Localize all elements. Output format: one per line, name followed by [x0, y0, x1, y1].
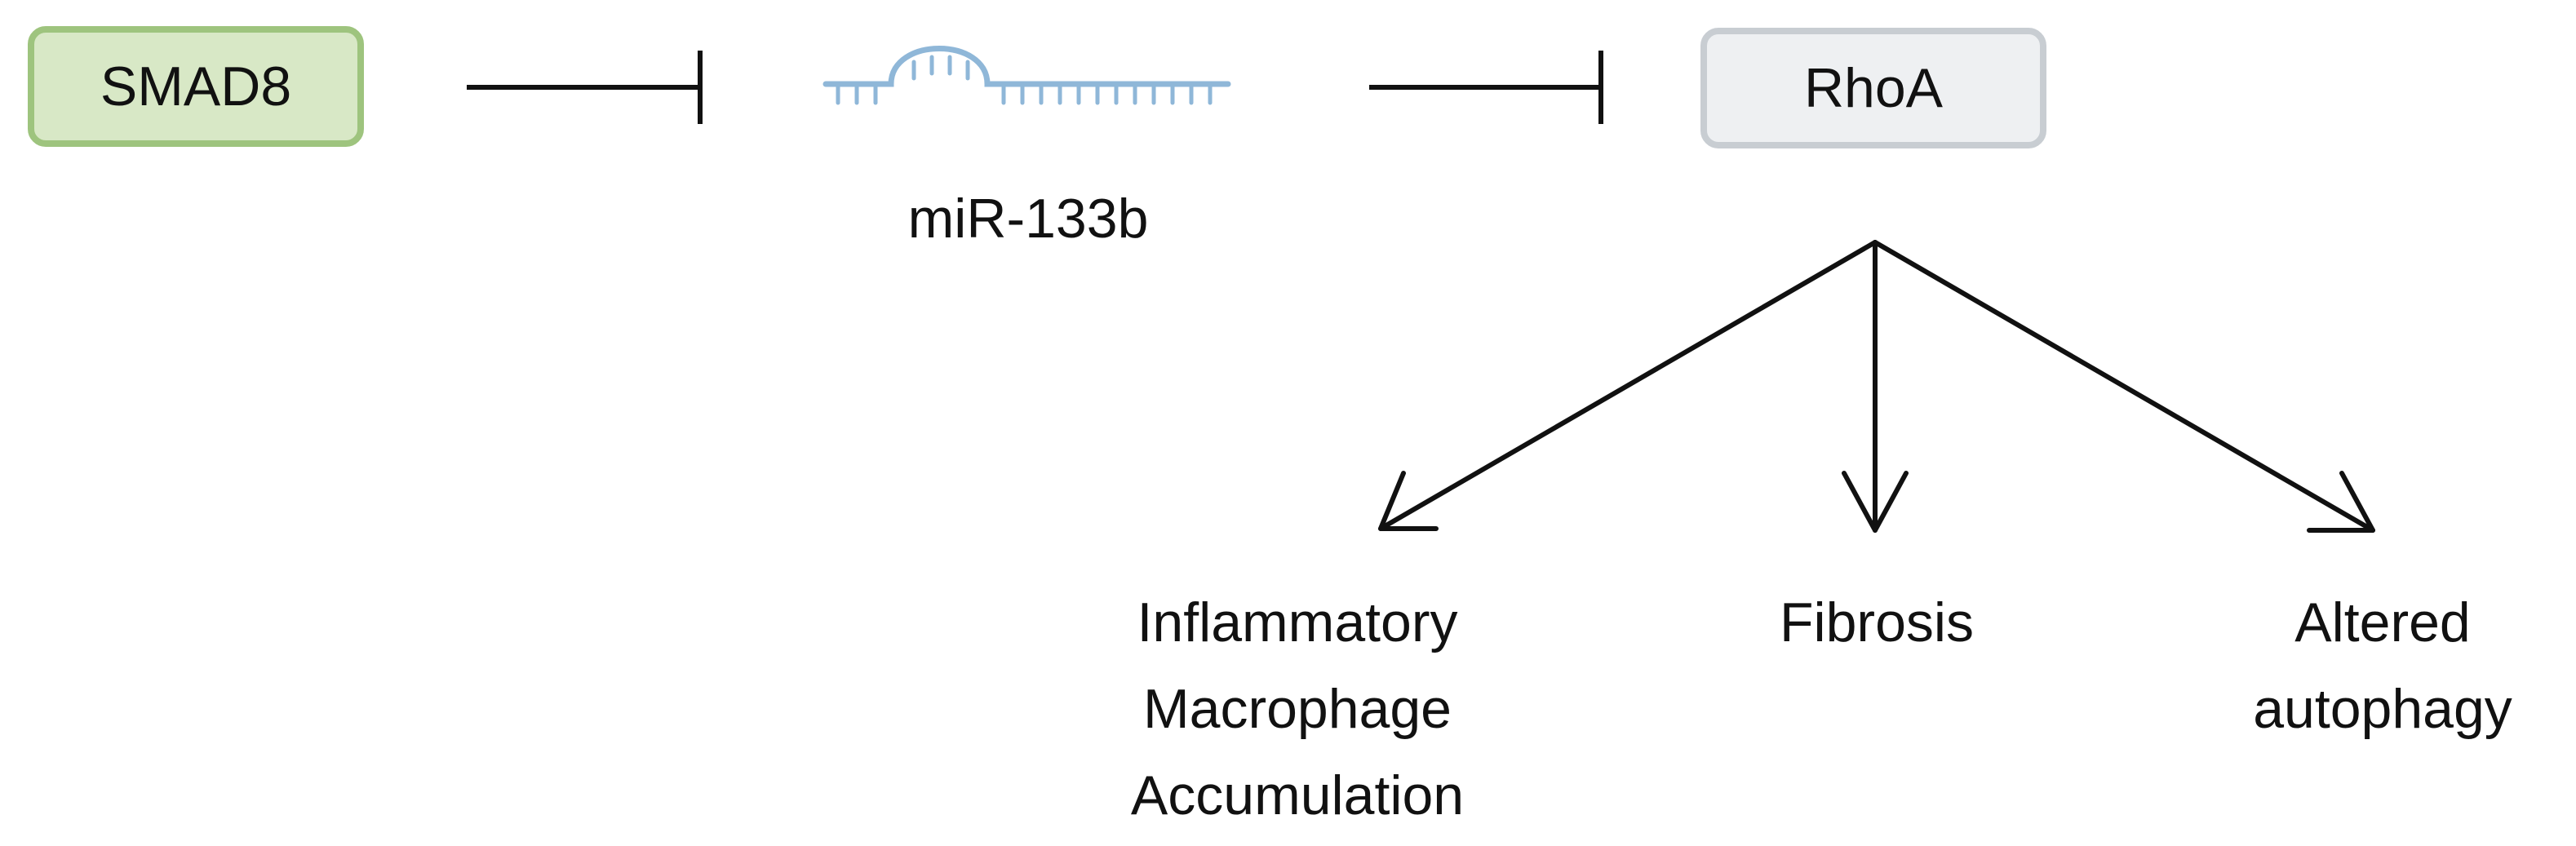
outcome-inflammatory-macrophage-accumulation: Inflammatory Macrophage Accumulation [930, 579, 1665, 839]
outcome-line: Accumulation [1130, 764, 1465, 826]
outcome-line: Fibrosis [1779, 591, 1975, 653]
rhoa-node: RhoA [1700, 28, 2046, 148]
outcome-line: Inflammatory [1137, 591, 1458, 653]
arrow-to-fibrosis [1842, 240, 1909, 533]
arrow-to-inflammatory [1378, 240, 1878, 531]
inhibition-edge-mirna-rhoa [1369, 51, 1603, 124]
outcome-altered-autophagy: Altered autophagy [2040, 579, 2576, 752]
mirna-label: miR-133b [907, 188, 1149, 250]
rhoa-branch-arrows [1378, 240, 2375, 533]
mirna-hairpin-icon [822, 46, 1231, 105]
outcome-line: Altered [2294, 591, 2471, 653]
smad8-node: SMAD8 [28, 26, 364, 147]
outcome-line: Macrophage [1142, 678, 1452, 740]
inhibition-edge-smad8-mirna [467, 51, 703, 124]
outcome-line: autophagy [2253, 678, 2512, 740]
outcome-fibrosis: Fibrosis [1534, 579, 2219, 666]
arrow-to-autophagy [1873, 240, 2375, 533]
